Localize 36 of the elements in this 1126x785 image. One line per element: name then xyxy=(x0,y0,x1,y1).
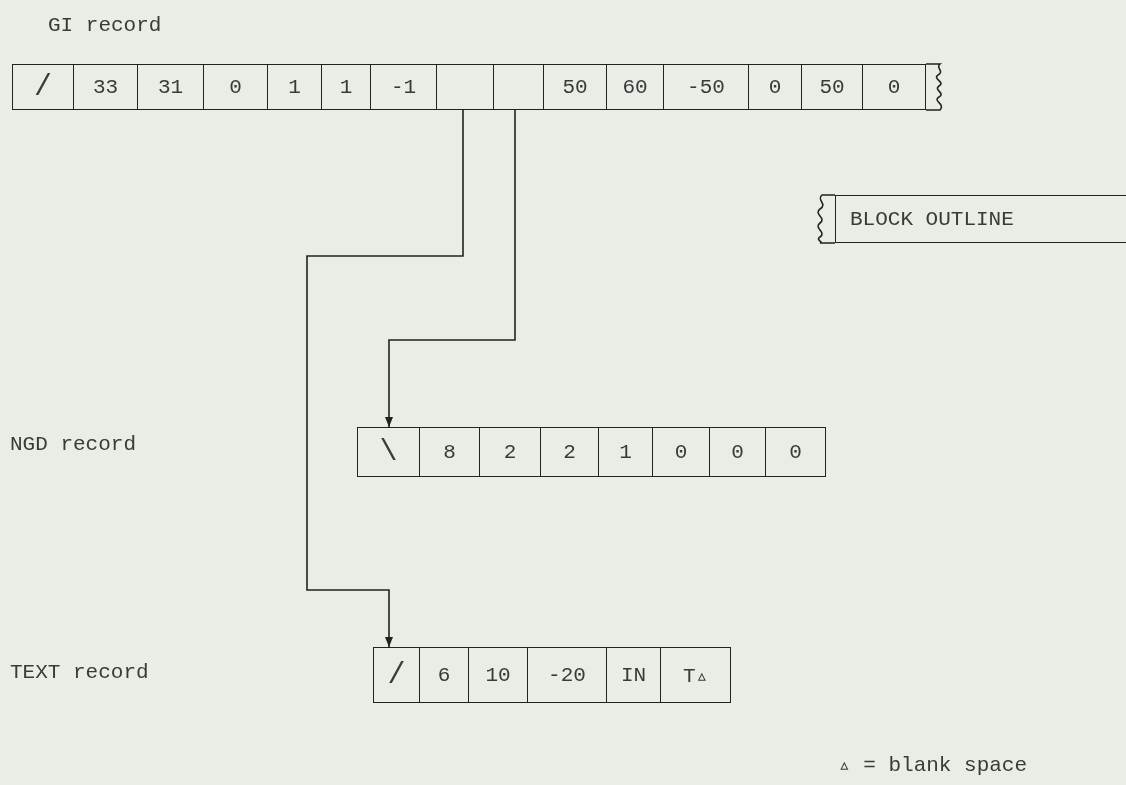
empty-field xyxy=(493,64,544,110)
record-field: 8 xyxy=(419,427,480,477)
legend-note: ▵ = blank space xyxy=(838,753,1028,777)
record-field: 0 xyxy=(652,427,710,477)
record-field: 2 xyxy=(479,427,541,477)
record-field: 33 xyxy=(73,64,138,110)
record-field: 50 xyxy=(801,64,863,110)
record-field: 0 xyxy=(765,427,826,477)
record-field: 60 xyxy=(606,64,664,110)
record-field: 6 xyxy=(419,647,469,703)
record-field: 0 xyxy=(862,64,926,110)
record-field: 0 xyxy=(203,64,268,110)
record-field: / xyxy=(373,647,420,703)
record-field: 50 xyxy=(543,64,607,110)
record-field: 1 xyxy=(598,427,653,477)
record-field: / xyxy=(12,64,74,110)
record-label: GI record xyxy=(48,14,162,37)
record-field: 0 xyxy=(748,64,802,110)
arrow xyxy=(306,109,464,648)
record-field: 1 xyxy=(321,64,371,110)
arrow xyxy=(385,109,516,428)
record-field: 1 xyxy=(267,64,322,110)
record-field: -20 xyxy=(527,647,607,703)
record-field: 10 xyxy=(468,647,528,703)
record-field: 2 xyxy=(540,427,599,477)
record-field: T▵ xyxy=(660,647,731,703)
record-field: -1 xyxy=(370,64,437,110)
record-label: TEXT record xyxy=(10,661,149,684)
record-field: BLOCK OUTLINE xyxy=(835,195,1126,243)
record-field: 0 xyxy=(709,427,766,477)
record-field: -50 xyxy=(663,64,749,110)
record-field: IN xyxy=(606,647,661,703)
empty-field xyxy=(436,64,494,110)
record-field: \ xyxy=(357,427,420,477)
record-label: NGD record xyxy=(10,433,137,456)
record-field: 31 xyxy=(137,64,204,110)
